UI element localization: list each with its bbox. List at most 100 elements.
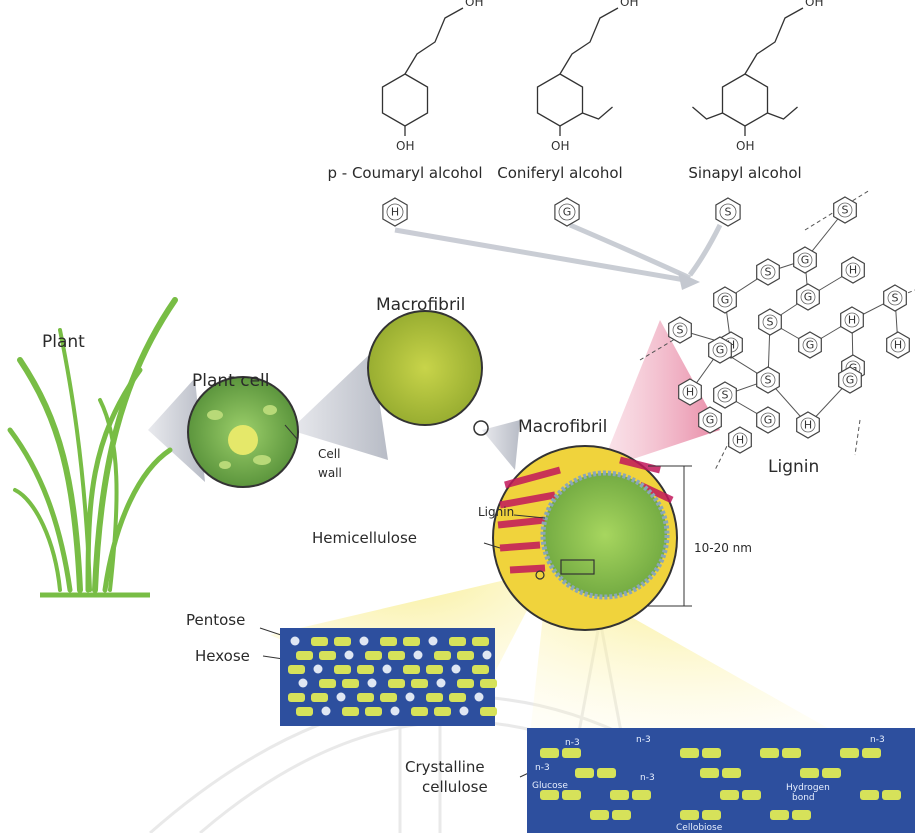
hexose-unit xyxy=(357,665,374,674)
lignin-unit-letter: S xyxy=(722,389,729,402)
lignin-bond-dashed xyxy=(855,420,860,455)
glucose-unit xyxy=(680,810,699,820)
macrofibril-label-top: Macrofibril xyxy=(376,295,465,315)
pentose-unit xyxy=(360,637,369,646)
lignin-network-label: Lignin xyxy=(768,457,819,477)
pentose-unit xyxy=(337,693,346,702)
hexose-unit xyxy=(403,637,420,646)
pentose-unit xyxy=(452,665,461,674)
hydroxyl-top: OH xyxy=(465,0,483,9)
glucose-unit xyxy=(860,790,879,800)
pentose-unit xyxy=(314,665,323,674)
hexose-unit xyxy=(411,707,428,716)
lignin-unit-letter: H xyxy=(848,314,856,327)
hydroxyl-top: OH xyxy=(805,0,823,9)
pentose-unit xyxy=(437,679,446,688)
hexose-unit xyxy=(457,651,474,660)
cell-wall-label-line1: Cell xyxy=(318,447,340,461)
lignin-unit-letter: G xyxy=(846,374,855,387)
hexose-unit xyxy=(342,707,359,716)
lignin-unit-letter: H xyxy=(849,264,857,277)
monomer-g: OHOHConiferyl alcoholG xyxy=(497,0,638,226)
hydroxyl-top: OH xyxy=(620,0,638,9)
glucose-unit xyxy=(700,768,719,778)
plant-cell-illustration xyxy=(188,377,298,487)
hemicellulose-label: Hemicellulose xyxy=(312,529,417,547)
lignin-unit-letter: S xyxy=(677,324,684,337)
crystalline-label-line1: Crystalline xyxy=(405,758,485,776)
pentose-unit xyxy=(475,693,484,702)
lignin-unit-letter: G xyxy=(801,254,810,267)
hexose-label: Hexose xyxy=(195,647,250,665)
pentose-unit xyxy=(391,707,400,716)
glucose-unit xyxy=(540,748,559,758)
lignin-unit-letter: H xyxy=(736,434,744,447)
glucose-unit xyxy=(782,748,801,758)
hydroxyl-bottom: OH xyxy=(396,139,414,153)
hexose-unit xyxy=(365,707,382,716)
hydrogen-bond-label-line1: Hydrogen xyxy=(786,783,830,793)
lignin-unit-letter: S xyxy=(765,374,772,387)
benzene-ring xyxy=(723,74,768,126)
hexose-unit xyxy=(480,707,497,716)
macrofibril-2-illustration xyxy=(493,446,677,630)
propenyl-chain xyxy=(745,8,803,74)
hexose-unit xyxy=(380,693,397,702)
glucose-unit xyxy=(722,768,741,778)
arrow-head xyxy=(678,272,700,290)
glucose-unit xyxy=(840,748,859,758)
hexose-unit xyxy=(357,693,374,702)
monomer-arrows xyxy=(395,225,720,280)
size-label: 10-20 nm xyxy=(694,541,752,555)
hexose-unit xyxy=(457,679,474,688)
propenyl-chain xyxy=(560,8,618,74)
lignin-unit-letter: G xyxy=(804,291,813,304)
glucose-unit xyxy=(702,810,721,820)
hexose-unit xyxy=(480,679,497,688)
glucose-unit xyxy=(562,748,581,758)
lignin-unit-letter: G xyxy=(806,339,815,352)
glucose-unit xyxy=(562,790,581,800)
hexose-unit xyxy=(334,637,351,646)
pentose-unit xyxy=(429,637,438,646)
monomer-s: OHOHSinapyl alcoholS xyxy=(688,0,823,226)
hexose-unit xyxy=(449,637,466,646)
glucose-unit xyxy=(590,810,609,820)
monomer-name: Sinapyl alcohol xyxy=(688,164,801,182)
hexose-unit xyxy=(365,651,382,660)
glucose-unit xyxy=(597,768,616,778)
plant-cell-label: Plant cell xyxy=(192,371,270,391)
lignin-unit-letter: S xyxy=(892,292,899,305)
hexose-unit xyxy=(311,693,328,702)
methoxy-group xyxy=(583,107,613,119)
glucose-unit xyxy=(822,768,841,778)
unit-letter: G xyxy=(563,206,572,219)
hexose-unit xyxy=(342,679,359,688)
monomer-name: p - Coumaryl alcohol xyxy=(327,164,482,182)
glucose-unit xyxy=(882,790,901,800)
hexose-unit xyxy=(426,665,443,674)
hemicellulose-panel xyxy=(280,628,497,726)
glucose-label: Glucose xyxy=(532,781,568,791)
pentose-label: Pentose xyxy=(186,611,245,629)
hexose-unit xyxy=(296,651,313,660)
plant-illustration xyxy=(10,300,175,590)
pentose-unit xyxy=(322,707,331,716)
hexose-unit xyxy=(288,693,305,702)
cellobiose-label: Cellobiose xyxy=(676,823,723,833)
hexose-unit xyxy=(472,637,489,646)
lignin-unit-letter: G xyxy=(706,414,715,427)
glucose-unit xyxy=(862,748,881,758)
lignin-bond-dashed xyxy=(715,440,730,470)
pentose-unit xyxy=(299,679,308,688)
lignin-unit-letter: S xyxy=(765,266,772,279)
lignin-unit-letter: G xyxy=(721,294,730,307)
methoxy-group xyxy=(692,107,722,119)
macrofibril-1-illustration xyxy=(368,311,488,435)
glucose-unit xyxy=(680,748,699,758)
macrofibril-label-mid: Macrofibril xyxy=(518,417,607,437)
glucose-unit xyxy=(792,810,811,820)
